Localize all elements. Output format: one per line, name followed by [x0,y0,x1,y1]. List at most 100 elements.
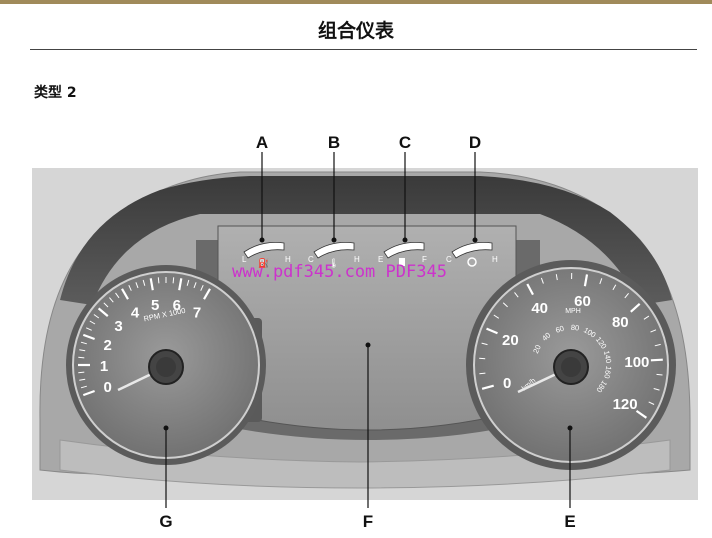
speedometer-hub-cap [561,357,581,377]
mph-tick-mark [486,327,498,335]
tachometer-hub-cap [156,357,176,377]
mph-tick-label: 0 [503,375,511,392]
tach-tick-label: 5 [151,297,159,314]
mph-tick-label: 100 [624,354,649,371]
callout-dot-b [331,237,337,243]
watermark: www.pdf345.com PDF345 [232,262,447,282]
mph-tick-mark [654,343,661,347]
mph-tick-mark [650,358,663,362]
tach-tick-mark [103,302,109,308]
kmh-tick-label: 60 [554,324,565,335]
trans-gauge-arc [451,242,493,259]
tach-tick-mark [157,277,160,284]
callout-f: F [363,512,373,531]
tach-tick-mark [200,284,204,291]
tach-tick-mark [80,341,87,345]
tach-tick-mark [93,314,100,319]
oil-gauge-low: L [242,255,247,264]
callout-e: E [564,512,575,531]
tach-tick-mark [79,349,86,352]
tach-tick-label: 6 [173,297,181,314]
mph-tick-label: 40 [531,300,548,317]
callout-dot-e [567,425,573,431]
callout-c: C [399,133,411,152]
mph-tick-mark [643,315,650,320]
mph-tick-mark [599,278,603,285]
tach-tick-mark [121,288,129,300]
mph-tick-label: 80 [612,314,629,331]
title-divider [30,49,697,50]
callout-g: G [159,512,172,531]
fuel-gauge: E F [378,242,427,266]
callout-dot-d [472,237,478,243]
temp-gauge-high: H [354,255,360,264]
speedometer-mph-scale: 0 20 40 60 80 100 120 [502,293,649,413]
mph-tick-mark [635,409,648,419]
mph-tick-label: 20 [502,332,519,349]
coolant-temperature-gauge: C H 🌡 [308,242,360,269]
fuel-gauge-high: F [422,255,427,264]
callout-dot-f [365,342,371,348]
section-subtitle: 类型 2 [34,85,77,101]
fuel-pump-icon [399,258,405,266]
mph-tick-mark [479,372,486,375]
mph-tick-mark [526,283,534,296]
tach-tick-label: 4 [131,304,140,321]
lower-bezel [59,439,671,489]
tach-tick-mark [186,279,190,286]
mph-tick-label: 60 [574,293,591,310]
mph-tick-mark [656,373,663,376]
trans-gauge-low: C [446,255,452,264]
tach-tick-mark [128,284,132,291]
callout-d: D [469,133,481,152]
cluster-hood [60,176,672,305]
tach-tick-label: 1 [100,358,108,375]
mph-tick-mark [630,302,641,313]
tach-tick-mark [115,292,120,299]
oil-pressure-gauge: L H ⛽ [242,242,291,269]
tach-tick-mark [135,282,139,289]
speedometer-mph-unit: MPH [565,308,581,315]
oil-can-icon: ⛽ [258,257,269,269]
temp-gauge-arc [313,242,355,259]
mph-tick-mark [481,384,494,390]
thermometer-icon: 🌡 [328,258,339,269]
tach-tick-label: 3 [114,318,122,335]
tach-tick-mark [172,277,175,284]
mph-tick-mark [555,274,558,281]
mph-tick-mark [648,401,655,405]
fuel-gauge-arc [383,242,425,259]
speedometer-tick-marks [479,272,663,419]
transmission-temperature-gauge: C H [446,242,498,267]
mph-tick-mark [514,292,519,298]
tach-tick-mark [89,320,96,325]
mph-tick-mark [583,274,589,287]
top-border [0,0,712,4]
oil-gauge-arc [243,242,285,259]
tach-tick-label: 7 [193,304,201,321]
tach-tick-mark [78,371,85,374]
tach-tick-mark [142,279,146,286]
mph-tick-mark [502,302,508,308]
callout-dot-a [259,237,265,243]
tach-tick-mark [85,327,92,331]
mph-tick-label: 120 [613,396,638,413]
tach-tick-label: 0 [104,379,112,396]
tach-tick-mark [78,356,85,359]
tach-tick-mark [203,288,211,300]
fuel-gauge-low: E [378,255,383,264]
mph-tick-mark [479,357,486,360]
tach-tick-label: 2 [104,337,112,354]
center-display [217,225,517,431]
tach-tick-mark [97,307,109,317]
tach-tick-mark [109,297,114,303]
callout-dot-c [402,237,408,243]
gear-temp-icon [467,257,477,267]
callout-dot-g [163,425,169,431]
mph-tick-mark [481,342,488,346]
mph-tick-mark [653,388,660,391]
tach-tick-mark [149,278,154,291]
